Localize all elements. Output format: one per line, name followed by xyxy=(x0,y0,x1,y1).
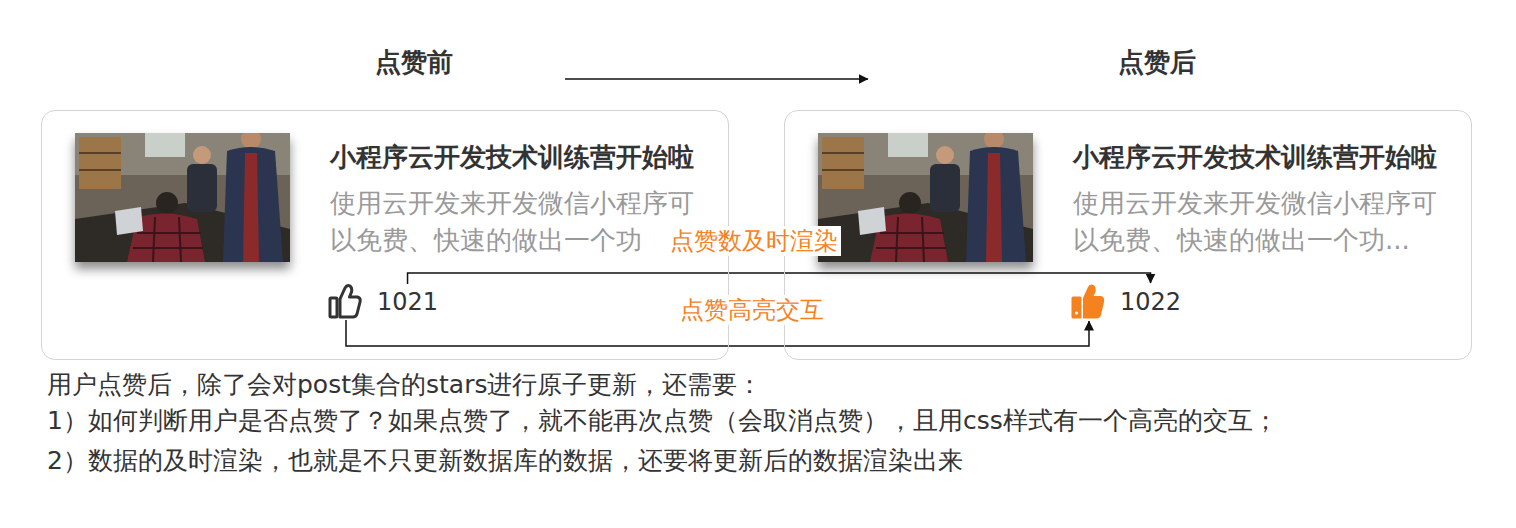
post-summary: 使用云开发来开发微信小程序可 以免费、快速的做出一个功 xyxy=(330,185,722,259)
like-count: 1021 xyxy=(377,284,438,320)
card-heading: 点赞后 xyxy=(1118,47,1196,77)
post-summary: 使用云开发来开发微信小程序可 以免费、快速的做出一个功... xyxy=(1073,185,1465,259)
photo-illustration xyxy=(75,133,290,262)
note-text: 2）数据的及时渲染，也就是不只更新数据库的数据，还要将更新后的数据渲染出来 xyxy=(47,444,963,478)
post-card: 点赞前小程序云开发技术训练营开始啦使用云开发来开发微信小程序可 以免费、快速的做… xyxy=(41,110,729,360)
like-counter: 1021 xyxy=(329,284,438,320)
edge-label: 点赞数及时渲染 xyxy=(667,226,841,256)
post-title: 小程序云开发技术训练营开始啦 xyxy=(1073,142,1437,172)
connector-arrow xyxy=(565,78,868,80)
post-title: 小程序云开发技术训练营开始啦 xyxy=(330,142,694,172)
photo-illustration xyxy=(818,133,1033,262)
connector-arrow xyxy=(408,273,1151,284)
note-text: 1）如何判断用户是否点赞了？如果点赞了，就不能再次点赞（会取消点赞），且用css… xyxy=(47,404,1278,438)
thumbs-up-filled xyxy=(1071,283,1105,319)
thumbs-up-outline xyxy=(328,283,362,319)
card-heading: 点赞前 xyxy=(375,47,453,77)
like-count: 1022 xyxy=(1120,284,1181,320)
edge-label: 点赞高亮交互 xyxy=(677,295,827,325)
note-text: 用户点赞后，除了会对post集合的stars进行原子更新，还需要： xyxy=(47,368,762,402)
like-counter: 1022 xyxy=(1072,284,1181,320)
post-card: 点赞后小程序云开发技术训练营开始啦使用云开发来开发微信小程序可 以免费、快速的做… xyxy=(784,110,1472,360)
